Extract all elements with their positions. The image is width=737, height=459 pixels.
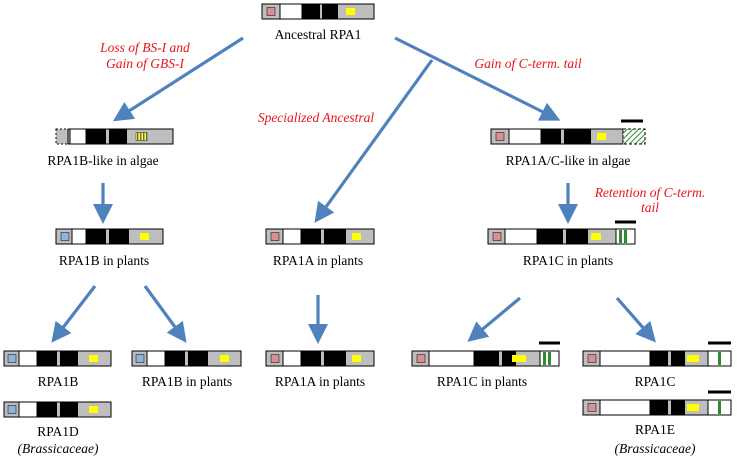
protein-ancestral-rpa1 (261, 3, 375, 20)
label-brassicaceae-left: (Brassicaceae) (18, 441, 99, 456)
protein-rpa1b-plants-leaf (131, 350, 242, 367)
annotation-loss-line2: Gain of GBS-I (106, 56, 185, 71)
protein-rpa1c-plants-mid (487, 220, 636, 245)
label-rpa1b-leaf: RPA1B (38, 374, 79, 389)
arrow-rpa1c-to-leaf-right (615, 296, 656, 343)
arrow-ancestral-to-rpa1b-algae (112, 36, 244, 122)
label-rpa1a-plants-mid: RPA1A in plants (273, 253, 363, 268)
protein-rpa1d-leaf (3, 401, 112, 418)
label-rpa1c-plants-leaf: RPA1C in plants (437, 374, 527, 389)
protein-rpa1a-plants-mid (265, 228, 375, 245)
arrow-ancestral-to-rpa1ac-algae (394, 36, 561, 121)
arrow-rpa1b-to-leaf-left (51, 285, 97, 343)
label-brassicaceae-right: (Brassicaceae) (615, 441, 696, 456)
label-rpa1e-leaf: RPA1E (635, 422, 675, 437)
arrow-branch-to-rpa1a-plants (314, 59, 434, 223)
annotation-loss-line1: Loss of BS-I and (99, 40, 190, 55)
label-rpa1b-plants-mid: RPA1B in plants (59, 253, 149, 268)
protein-rpa1b-like-algae (55, 128, 174, 145)
annotation-gain-cterm: Gain of C-term. tail (474, 56, 581, 71)
annotations: Loss of BS-I and Gain of GBS-I Gain of C… (99, 40, 705, 215)
arrows (51, 36, 656, 344)
arrow-rpa1b-to-leaf-right (143, 285, 187, 343)
protein-rpa1b-leaf (3, 350, 112, 367)
label-rpa1b-like-algae: RPA1B-like in algae (47, 153, 158, 168)
protein-rpa1e-leaf (582, 390, 732, 416)
label-rpa1c-plants-mid: RPA1C in plants (523, 253, 613, 268)
node-labels: Ancestral RPA1 RPA1B-like in algae RPA1A… (18, 27, 696, 456)
label-rpa1b-plants-leaf: RPA1B in plants (142, 374, 232, 389)
annotation-specialized-ancestral: Specialized Ancestral (258, 110, 375, 125)
protein-rpa1ac-like-algae (490, 119, 646, 145)
label-rpa1d-leaf: RPA1D (37, 424, 79, 439)
protein-rpa1a-plants-leaf (265, 350, 375, 367)
annotation-retention-line2: tail (641, 200, 659, 215)
annotation-retention-line1: Retention of C-term. (594, 185, 706, 200)
protein-rpa1c-leaf (582, 341, 732, 367)
label-rpa1ac-like-algae: RPA1A/C-like in algae (506, 153, 631, 168)
label-ancestral-rpa1: Ancestral RPA1 (275, 27, 362, 42)
protein-rpa1b-plants-mid (55, 228, 164, 245)
label-rpa1c-leaf: RPA1C (635, 374, 676, 389)
label-rpa1a-plants-leaf: RPA1A in plants (275, 374, 365, 389)
protein-rpa1c-plants-leaf (411, 341, 560, 367)
arrow-rpa1c-to-leaf-left (467, 296, 522, 342)
